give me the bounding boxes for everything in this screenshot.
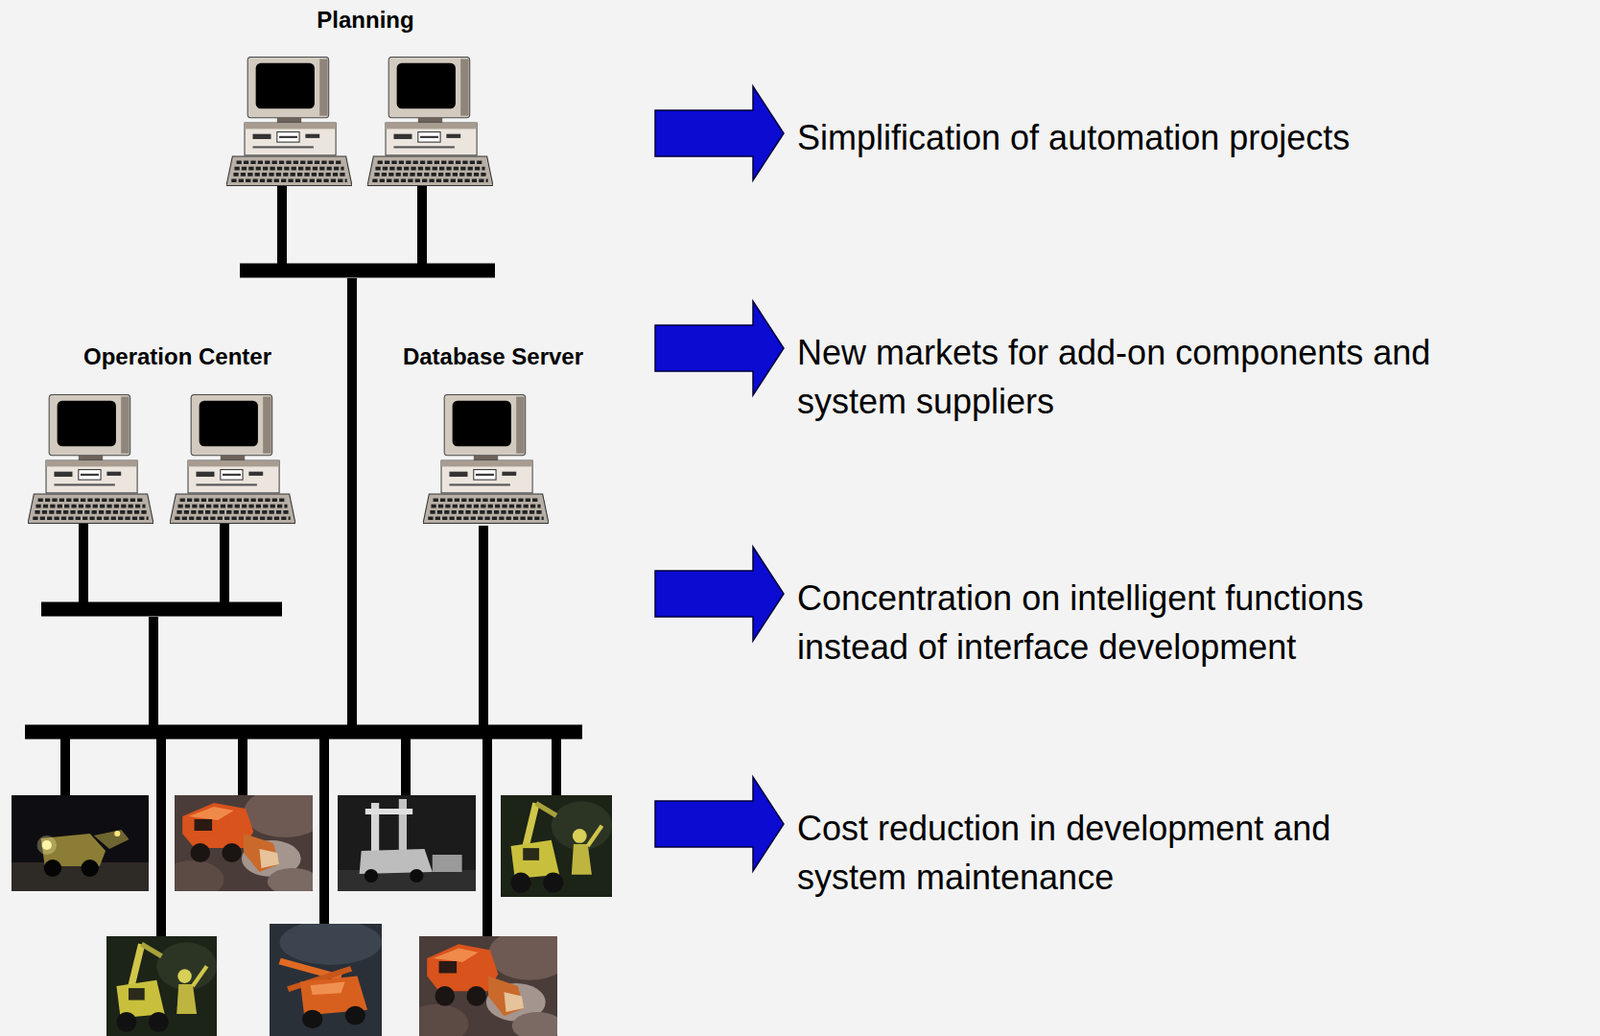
network-group: Planning (226, 4, 505, 279)
drop-line (417, 186, 427, 271)
network-group: Operation Center (38, 341, 317, 617)
machine-photo (405, 928, 572, 1036)
block-arrow (655, 86, 784, 181)
computer-icon (226, 56, 353, 186)
drop-line (60, 731, 71, 797)
block-arrow (655, 301, 784, 396)
benefit-text: Concentration on intelligent functions i… (797, 573, 1426, 672)
block-arrows (655, 86, 784, 871)
drop-line (156, 731, 166, 938)
group-label: Database Server (387, 341, 599, 373)
bus-bar (239, 263, 495, 279)
drop-line (219, 523, 230, 610)
machine-photo (337, 795, 476, 892)
computer-icon (423, 394, 549, 523)
drop-line (277, 186, 287, 271)
drop-line (551, 731, 562, 797)
computer-icon (27, 394, 154, 523)
machine-photo (106, 936, 217, 1036)
benefit-text: New markets for add-on components and sy… (797, 328, 1493, 426)
machine-photo (161, 787, 328, 899)
block-arrow (655, 776, 784, 871)
drop-line (78, 523, 89, 610)
computer-icon (367, 56, 494, 186)
bus-bar (41, 602, 283, 617)
machine-photo (500, 795, 612, 897)
group-label: Operation Center (38, 341, 317, 373)
group-label: Planning (226, 4, 505, 36)
computer-icon (169, 394, 296, 523)
network-line (153, 525, 484, 732)
machine-photo (11, 795, 149, 892)
block-arrow (655, 546, 784, 641)
drop-line (319, 731, 330, 925)
drop-line (237, 731, 248, 797)
drop-line (400, 731, 411, 797)
network-group: Database Server (387, 341, 599, 526)
drop-line (482, 731, 493, 938)
machine-photo (269, 919, 382, 1036)
benefit-text: Simplification of automation projects (797, 113, 1584, 163)
benefit-text: Cost reduction in development and system… (797, 803, 1388, 902)
